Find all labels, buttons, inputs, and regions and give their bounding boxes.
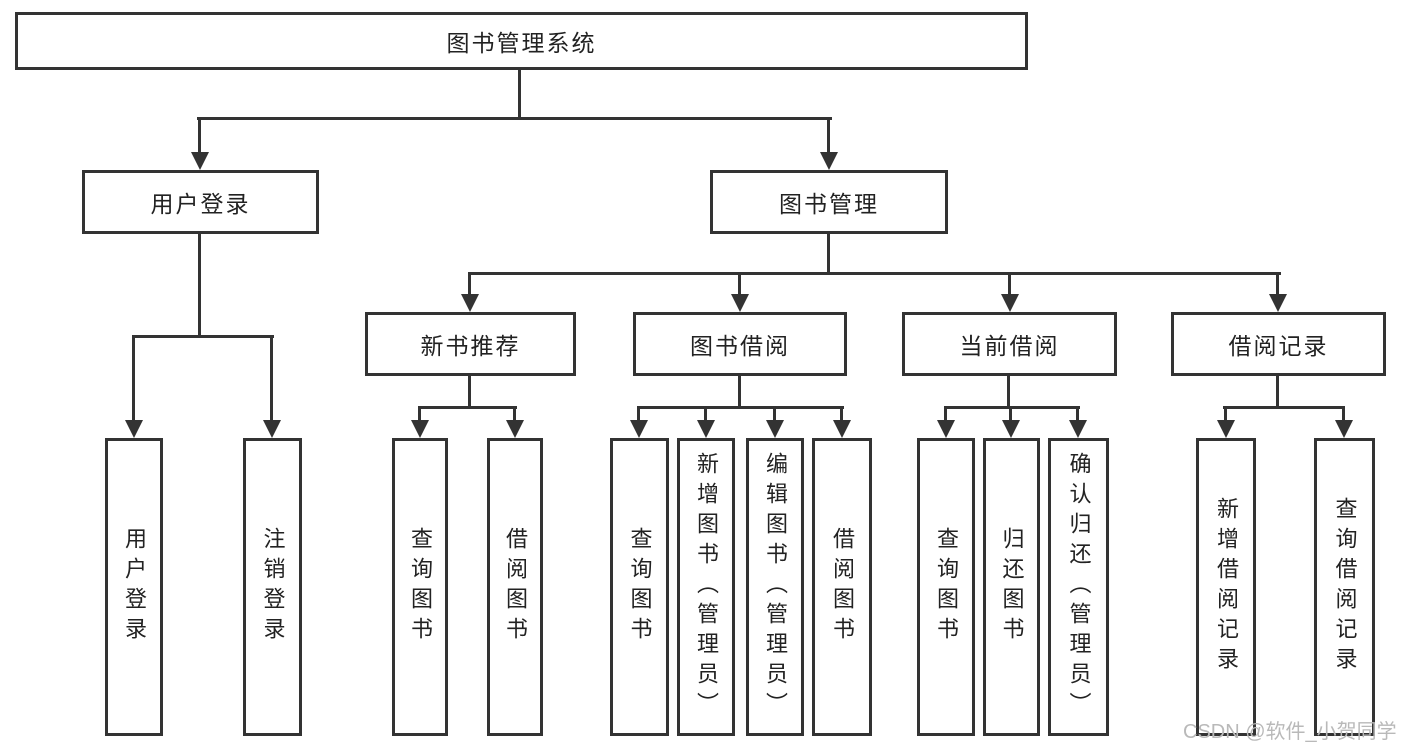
connector-book-management-down-line [827,233,830,274]
arrow-down-g3-return-book-icon [1002,420,1020,438]
leaf-confirm-return-admin: 确认归还（管理员） [1048,438,1109,736]
connector-book-management-stem [827,117,830,152]
node-current-borrow: 当前借阅 [902,312,1117,376]
leaf-borrow-book-recommend: 借阅图书 [487,438,543,736]
arrow-down-book-management-icon [820,152,838,170]
arrow-down-book-borrow-icon [731,294,749,312]
arrow-down-g2-borrow-book-icon [833,420,851,438]
connector-g2-query-book-stem [637,406,640,420]
connector-user-login-down-line [198,233,201,337]
leaf-user-login: 用户登录 [105,438,163,736]
connector-group4-down-line [1276,375,1279,408]
connector-g2-edit-book-stem [773,406,776,420]
arrow-down-leaf-logout-icon [263,420,281,438]
connector-g3-query-book-stem [944,406,947,420]
leaf-query-borrow-record: 查询借阅记录 [1314,438,1375,736]
leaf-logout-login: 注销登录 [243,438,302,736]
arrow-down-g4-query-record-icon [1335,420,1353,438]
arrow-down-g2-add-book-icon [697,420,715,438]
leaf-return-book: 归还图书 [983,438,1040,736]
arrow-down-g1-borrow-book-icon [506,420,524,438]
node-library-management-system: 图书管理系统 [15,12,1028,70]
connector-root-down-line [518,70,521,118]
connector-g1-borrow-book-stem [513,406,516,420]
connector-group1-horizontal-line [419,406,517,409]
connector-leaf-user-login-stem [132,335,135,420]
node-borrow-records: 借阅记录 [1171,312,1386,376]
node-book-borrow: 图书借阅 [633,312,847,376]
connector-g4-query-record-stem [1342,406,1345,420]
connector-group3-horizontal-line [945,406,1080,409]
connector-user-login-stem [198,117,201,152]
arrow-down-g2-query-book-icon [630,420,648,438]
node-new-book-recommend: 新书推荐 [365,312,576,376]
connector-new-book-stem [468,272,471,294]
connector-book-borrow-stem [738,272,741,294]
connector-group2-down-line [738,375,741,408]
arrow-down-leaf-user-login-icon [125,420,143,438]
csdn-watermark: CSDN @软件_小贺同学 [1183,721,1397,743]
leaf-query-book-borrow: 查询图书 [610,438,669,736]
arrow-down-g2-edit-book-icon [766,420,784,438]
arrow-down-new-book-icon [461,294,479,312]
connector-user-login-horizontal-line [133,335,274,338]
leaf-add-book-admin: 新增图书（管理员） [677,438,735,736]
connector-group3-down-line [1007,375,1010,408]
arrow-down-g3-query-book-icon [937,420,955,438]
node-book-management: 图书管理 [710,170,948,234]
arrow-down-borrow-records-icon [1269,294,1287,312]
arrow-down-g3-confirm-return-icon [1069,420,1087,438]
connector-borrow-records-stem [1276,272,1279,294]
connector-g3-return-book-stem [1009,406,1012,420]
leaf-query-book-current: 查询图书 [917,438,975,736]
arrow-down-current-borrow-icon [1001,294,1019,312]
arrow-down-g1-query-book-icon [411,420,429,438]
leaf-edit-book-admin: 编辑图书（管理员） [746,438,804,736]
connector-g4-add-record-stem [1224,406,1227,420]
leaf-add-borrow-record: 新增借阅记录 [1196,438,1256,736]
connector-current-borrow-stem [1008,272,1011,294]
leaf-borrow-book: 借阅图书 [812,438,872,736]
leaf-query-book-recommend: 查询图书 [392,438,448,736]
connector-leaf-logout-stem [270,335,273,420]
node-user-login: 用户登录 [82,170,319,234]
connector-g1-query-book-stem [418,406,421,420]
arrow-down-user-login-icon [191,152,209,170]
connector-g2-add-book-stem [704,406,707,420]
connector-level2-horizontal-line [197,117,832,120]
connector-g3-confirm-return-stem [1076,406,1079,420]
connector-level3-horizontal-line [469,272,1281,275]
arrow-down-g4-add-record-icon [1217,420,1235,438]
connector-group4-horizontal-line [1223,406,1344,409]
connector-group1-down-line [468,375,471,408]
connector-group2-horizontal-line [638,406,844,409]
connector-g2-borrow-book-stem [840,406,843,420]
